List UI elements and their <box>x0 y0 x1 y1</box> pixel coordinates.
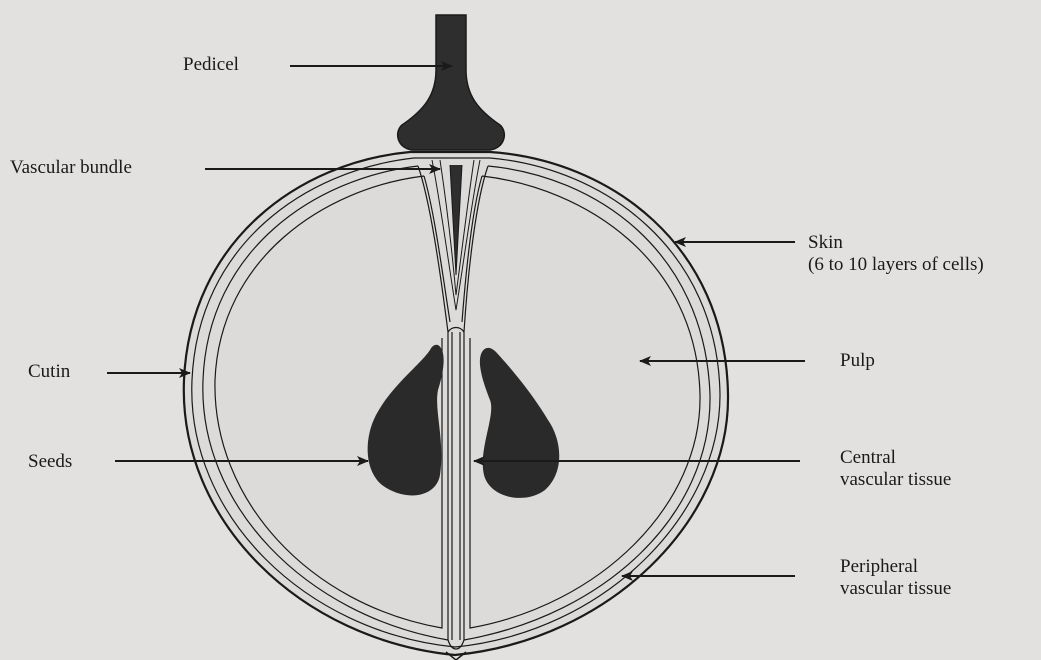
pedicel-stalk <box>398 15 505 150</box>
label-peripheral-line1: Peripheral <box>840 556 951 578</box>
label-cutin: Cutin <box>28 361 70 383</box>
label-peripheral-line2: vascular tissue <box>840 578 951 600</box>
label-vascular-bundle: Vascular bundle <box>10 157 132 179</box>
label-central-line2: vascular tissue <box>840 469 951 491</box>
label-skin-line2: (6 to 10 layers of cells) <box>808 254 984 276</box>
label-seeds: Seeds <box>28 451 72 473</box>
label-peripheral-vascular-tissue: Peripheral vascular tissue <box>840 556 951 600</box>
label-pulp: Pulp <box>840 350 875 372</box>
label-skin-line1: Skin <box>808 232 984 254</box>
label-pedicel: Pedicel <box>183 54 239 76</box>
label-central-line1: Central <box>840 447 951 469</box>
label-central-vascular-tissue: Central vascular tissue <box>840 447 951 491</box>
label-skin: Skin (6 to 10 layers of cells) <box>808 232 984 276</box>
